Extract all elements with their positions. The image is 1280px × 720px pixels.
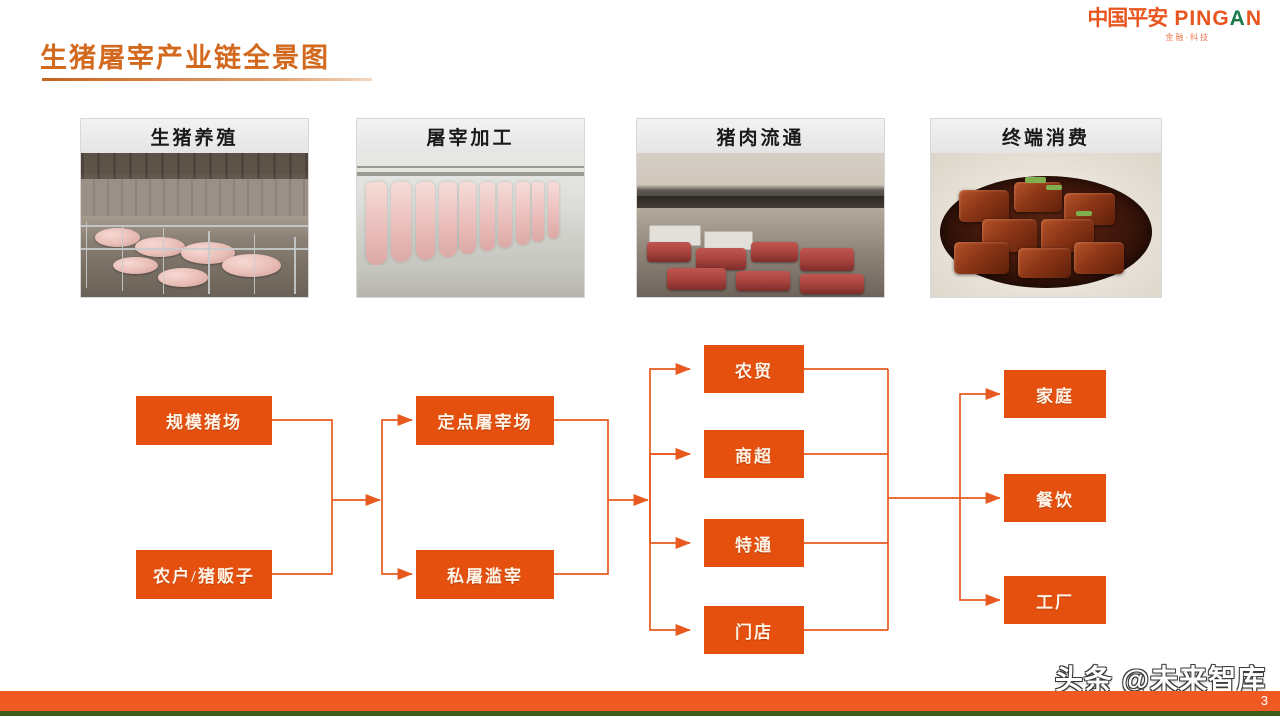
flow-node-catering[interactable]: 餐饮: [1004, 474, 1106, 522]
carcass-shape: [416, 181, 436, 260]
flow-node-factory[interactable]: 工厂: [1004, 576, 1106, 624]
scallion-garnish: [1046, 184, 1063, 190]
flow-node-special-channel[interactable]: 特通: [704, 519, 804, 567]
meat-cut: [735, 271, 791, 292]
logo-wordmark: 中国平安 PINGAN: [1087, 8, 1262, 29]
flow-node-label: 工厂: [1036, 592, 1074, 612]
pig-shape: [135, 236, 186, 257]
flow-node-label: 私屠滥宰: [447, 567, 523, 586]
stage-card-breeding: 生猪养殖: [80, 118, 309, 298]
flow-node-label: 农户/猪贩子: [153, 567, 255, 586]
pig-shape: [112, 256, 159, 274]
overhead-rail: [357, 171, 584, 176]
stage-card-row: 生猪养殖 屠宰加工: [0, 118, 1280, 298]
stage-card-label: 终端消费: [1001, 127, 1090, 149]
stage-card-label: 生猪养殖: [150, 127, 239, 149]
carcass-shape: [391, 181, 412, 263]
pingan-logo: 中国平安 PINGAN 金融·科技: [1087, 8, 1262, 42]
flow-node-label: 定点屠宰场: [437, 413, 533, 432]
flow-node-supermarket[interactable]: 商超: [704, 430, 804, 478]
barn-wall: [81, 178, 308, 217]
pen-bar: [208, 230, 210, 295]
pig-shape: [94, 227, 140, 247]
flow-node-label: 特通: [735, 535, 773, 555]
page-number: 3: [1260, 693, 1268, 708]
overhead-rail: [357, 165, 584, 168]
scallion-garnish: [1075, 210, 1092, 216]
pen-rail: [81, 248, 308, 250]
stage-card-header: 屠宰加工: [356, 118, 585, 153]
stage-card-header: 生猪养殖: [80, 118, 309, 153]
flow-node-label: 商超: [735, 446, 773, 466]
carcass-shape: [515, 181, 530, 246]
flow-node-illegal-slaughter[interactable]: 私屠滥宰: [416, 550, 554, 599]
braised-pork-photo: [930, 153, 1162, 298]
carcass-shape: [497, 181, 513, 249]
stage-card-distribution: 猪肉流通: [636, 118, 885, 298]
logo-en-part2: N: [1245, 7, 1262, 30]
meat-counter-photo: [636, 153, 885, 298]
stage-card-consumption: 终端消费: [930, 118, 1162, 298]
logo-en-a-glyph: A: [1229, 7, 1246, 30]
pork-cube: [954, 242, 1010, 274]
counter-glass-edge: [637, 196, 884, 208]
pork-cube: [1073, 242, 1125, 274]
flow-node-designated-slaughterhouse[interactable]: 定点屠宰场: [416, 396, 554, 445]
flow-node-scale-farm[interactable]: 规模猪场: [136, 396, 272, 445]
pen-bar: [162, 227, 165, 295]
flow-node-wet-market[interactable]: 农贸: [704, 345, 804, 393]
carcass-shape: [547, 181, 560, 240]
pork-cube: [958, 190, 1010, 223]
flow-node-store[interactable]: 门店: [704, 606, 804, 654]
pig-farm-photo: [80, 153, 309, 298]
meat-cut: [666, 268, 726, 290]
logo-english-text: PINGAN: [1174, 7, 1262, 30]
carcass-shape: [531, 181, 545, 243]
logo-subtitle: 金融·科技: [1165, 33, 1210, 42]
flow-connector-lines: [272, 363, 1001, 636]
meat-cut: [800, 248, 855, 272]
carcass-shape: [479, 181, 496, 251]
stage-card-label: 屠宰加工: [426, 127, 515, 149]
pen-rail: [81, 225, 308, 227]
flow-node-label: 餐饮: [1036, 490, 1074, 510]
flow-node-label: 门店: [735, 622, 773, 642]
pen-bar: [253, 233, 256, 295]
pen-bar: [294, 236, 296, 295]
logo-en-part1: PING: [1174, 7, 1230, 30]
footer-rule: [0, 711, 1280, 716]
carcass-shape: [366, 181, 387, 266]
flow-node-household-dealer[interactable]: 农户/猪贩子: [136, 550, 272, 599]
carcass-shape: [438, 181, 457, 257]
pen-bar: [85, 222, 88, 289]
pig-shape: [221, 253, 281, 277]
stage-card-label: 猪肉流通: [716, 127, 805, 149]
page-title: 生猪屠宰产业链全景图: [40, 43, 330, 73]
carcass-shape: [459, 181, 477, 254]
pork-cube: [1018, 248, 1072, 279]
title-underline-rule: [42, 78, 372, 81]
meat-cut: [800, 273, 865, 295]
logo-chinese-text: 中国平安: [1087, 7, 1168, 30]
plant-floor: [357, 265, 584, 297]
stage-card-header: 终端消费: [930, 118, 1162, 153]
barn-roof: [81, 153, 308, 182]
supply-chain-flow-diagram: 规模猪场 农户/猪贩子 定点屠宰场 私屠滥宰 农贸 商超 特通 门店 家庭: [0, 300, 1280, 700]
flow-node-label: 农贸: [735, 361, 773, 381]
flow-node-label: 家庭: [1036, 386, 1074, 406]
pig-shape: [158, 268, 209, 287]
flow-node-family[interactable]: 家庭: [1004, 370, 1106, 418]
stage-card-header: 猪肉流通: [636, 118, 885, 153]
meat-cut: [750, 242, 798, 263]
scallion-garnish: [1025, 177, 1046, 184]
meat-cut: [696, 248, 746, 270]
pen-bar: [121, 225, 124, 292]
footer-bar: [0, 691, 1280, 711]
flow-node-label: 规模猪场: [166, 413, 242, 432]
meat-cut: [646, 242, 692, 263]
slaughter-line-photo: [356, 153, 585, 298]
stage-card-processing: 屠宰加工: [356, 118, 585, 298]
